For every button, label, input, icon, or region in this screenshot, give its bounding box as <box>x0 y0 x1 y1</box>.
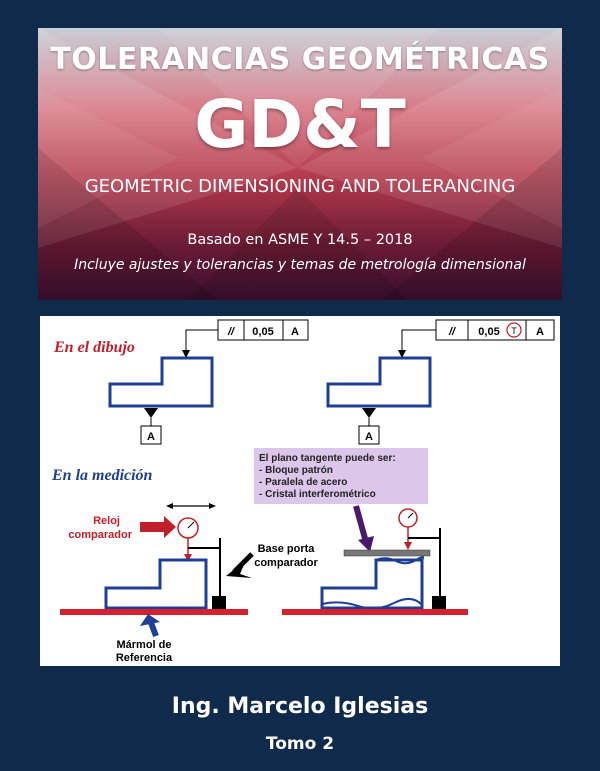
reloj-arrow-body <box>140 522 164 532</box>
leader-right <box>401 329 436 352</box>
marmol-arrow-head <box>140 614 160 626</box>
datum-right-label: A <box>365 431 373 443</box>
dial-needle-right <box>407 512 414 519</box>
note-line-4: - Cristal interferométrico <box>259 489 376 500</box>
datum-left-box <box>140 425 162 445</box>
dial-tip-right <box>404 542 412 550</box>
dial-tip-left <box>184 554 192 562</box>
fcf-right-modifier: T <box>511 326 517 336</box>
note-arrow <box>353 505 369 543</box>
banner-pattern <box>38 28 562 300</box>
contents-note: Incluye ajustes y tolerancias y temas de… <box>74 257 526 273</box>
fcf-left: // 0,05 A <box>217 319 309 341</box>
tangent-plate <box>343 549 431 557</box>
base-arrow <box>232 552 254 574</box>
label-marmol-2: Referencia <box>116 652 173 664</box>
part-measure-right <box>320 558 424 610</box>
stand-base-left <box>212 596 226 610</box>
fcf-right: // 0,05 T A <box>435 319 555 341</box>
standard-reference: Basado en ASME Y 14.5 – 2018 <box>187 232 413 248</box>
leader-right-arrow <box>398 350 406 358</box>
fcf-right-value: 0,05 <box>478 326 499 338</box>
fcf-left-symbol: // <box>227 326 236 338</box>
fcf-left-datum: A <box>291 326 299 338</box>
surface-deviation-bottom <box>321 598 423 610</box>
tangent-plane-note <box>254 448 428 504</box>
note-line-1: El plano tangente puede ser: <box>259 453 396 464</box>
gdt-diagram: En el dibujo En la medición // 0,05 A A … <box>51 319 555 664</box>
fcf-left-value: 0,05 <box>252 326 273 338</box>
book-acronym: GD&T <box>194 86 406 163</box>
label-base-2: comparador <box>254 557 318 569</box>
part-left <box>108 356 214 408</box>
part-right <box>326 356 432 408</box>
dial-needle-left <box>187 521 195 529</box>
travel-arrow-right <box>209 503 216 509</box>
stand-base-right <box>432 596 446 610</box>
label-drawing: En el dibujo <box>53 339 135 356</box>
part-measure-left <box>104 558 208 610</box>
book-title: TOLERANCIAS GEOMÉTRICAS <box>50 42 550 77</box>
label-measurement: En la medición <box>51 467 153 484</box>
label-base-1: Base porta <box>258 543 316 555</box>
reloj-arrow-head <box>164 516 176 538</box>
datum-left-label: A <box>147 431 155 443</box>
travel-arrow-left <box>166 503 173 509</box>
datum-left-triangle <box>144 408 158 418</box>
fcf-right-datum: A <box>536 326 544 338</box>
leader-left <box>185 329 218 352</box>
author-name: Ing. Marcelo Iglesias <box>171 694 429 719</box>
leader-left-arrow <box>182 350 190 358</box>
cover-illustration: En el dibujo En la medición // 0,05 A A … <box>40 316 560 666</box>
fcf-right-symbol: // <box>448 326 457 338</box>
note-line-3: - Paralela de acero <box>259 477 347 488</box>
title-banner: TOLERANCIAS GEOMÉTRICAS GD&T GEOMETRIC D… <box>38 28 562 300</box>
label-reloj-2: comparador <box>68 529 132 541</box>
reference-surface-left <box>60 609 248 615</box>
surface-deviation-top <box>375 556 425 565</box>
datum-right-triangle <box>362 408 376 418</box>
note-line-2: - Bloque patrón <box>259 465 333 476</box>
book-subtitle: GEOMETRIC DIMENSIONING AND TOLERANCING <box>84 176 516 197</box>
volume-label: Tomo 2 <box>265 734 335 754</box>
note-arrow-head <box>358 536 374 552</box>
label-reloj-1: Reloj <box>93 515 120 527</box>
label-marmol-1: Mármol de <box>116 639 171 651</box>
tangent-plane-modifier-icon <box>506 322 522 338</box>
reference-surface-right <box>282 609 468 615</box>
datum-right-box <box>358 425 380 445</box>
